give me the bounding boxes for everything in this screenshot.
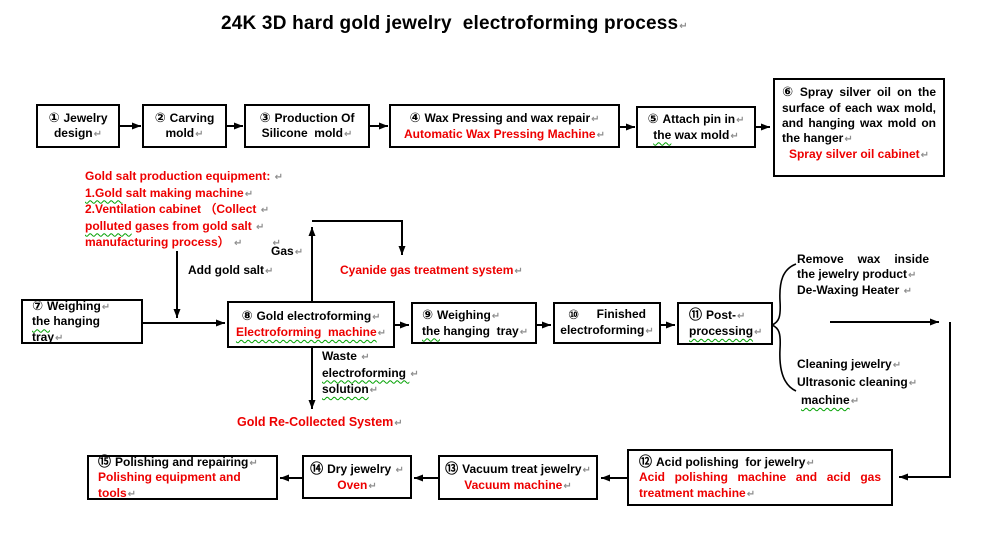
machine-label: Oven <box>337 477 368 492</box>
machine-label: Electroforming machine <box>235 325 377 339</box>
machine-label: Spray silver oil cabinet <box>788 147 920 162</box>
cyanide-gas-treatment-label: Cyanide gas treatment system↵ <box>340 263 523 277</box>
diagram-title: 24K 3D hard gold jewelry electroforming … <box>221 13 688 34</box>
gold-recollected-system-label: Gold Re-Collected System↵ <box>237 415 403 429</box>
brace-post-processing <box>769 263 797 392</box>
dewax-heater-label: De-Waxing Heater ↵ <box>797 283 912 297</box>
remove-wax-note: Remove wax inside the jewelry product↵ D… <box>797 252 929 297</box>
cleaning-jewelry-note: Cleaning jewelry↵ Ultrasonic cleaning↵ m… <box>797 357 918 407</box>
machine-label: Vacuum machine <box>464 478 563 492</box>
machine-label: Polishing equipment and tools <box>98 470 245 500</box>
return-mark: ↵ <box>679 21 688 32</box>
gold-salt-equipment-note: Gold salt production equipment: ↵ 1.Gold… <box>85 169 284 249</box>
waste-solution-label: Waste ↵ electroforming ↵ solution↵ <box>322 349 419 396</box>
machine-label: treatment machine <box>639 485 746 500</box>
add-gold-salt-label: Add gold salt↵ <box>188 263 274 277</box>
ultrasonic-cleaning-label: Ultrasonic cleaning↵ <box>797 375 918 389</box>
gas-label: Gas↵ <box>271 244 304 258</box>
machine-label: Automatic Wax Pressing Machine <box>404 126 596 141</box>
machine-label: Acid polishing machine and acid gas <box>639 470 881 485</box>
